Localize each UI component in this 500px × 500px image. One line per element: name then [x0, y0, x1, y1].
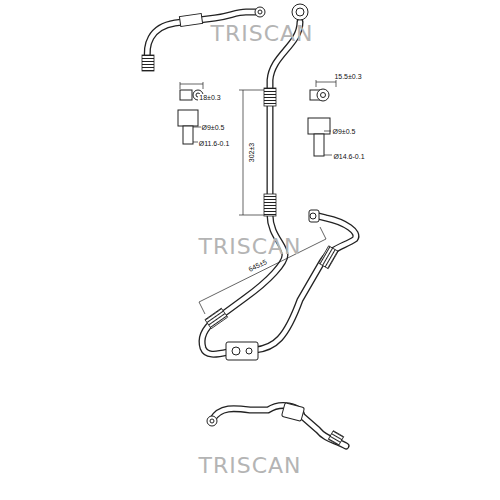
- fitting-section-right: [308, 80, 336, 156]
- dimension-label: Ø9±0.5: [201, 124, 226, 131]
- detail-fittings-bottom: [207, 403, 344, 446]
- watermark: TRISCAN: [197, 455, 302, 477]
- main-fittings: [205, 4, 338, 360]
- dimension-label: 15.5±0.3: [333, 73, 362, 80]
- dimension-label: 645±5: [247, 257, 269, 273]
- fitting-section-left: [178, 82, 203, 144]
- watermark: TRISCAN: [209, 23, 314, 45]
- dimension-label: Ø11.6-0.1: [198, 140, 231, 147]
- dimension-label: Ø9±0.5: [332, 128, 357, 135]
- dimension-label: Ø14.6-0.1: [332, 153, 365, 160]
- dimension-label: 18±0.3: [198, 94, 221, 101]
- dimension-label: 302±3: [248, 141, 255, 162]
- dimension-lines: [199, 90, 326, 314]
- hose-lines: [147, 12, 356, 446]
- watermark: TRISCAN: [197, 236, 302, 258]
